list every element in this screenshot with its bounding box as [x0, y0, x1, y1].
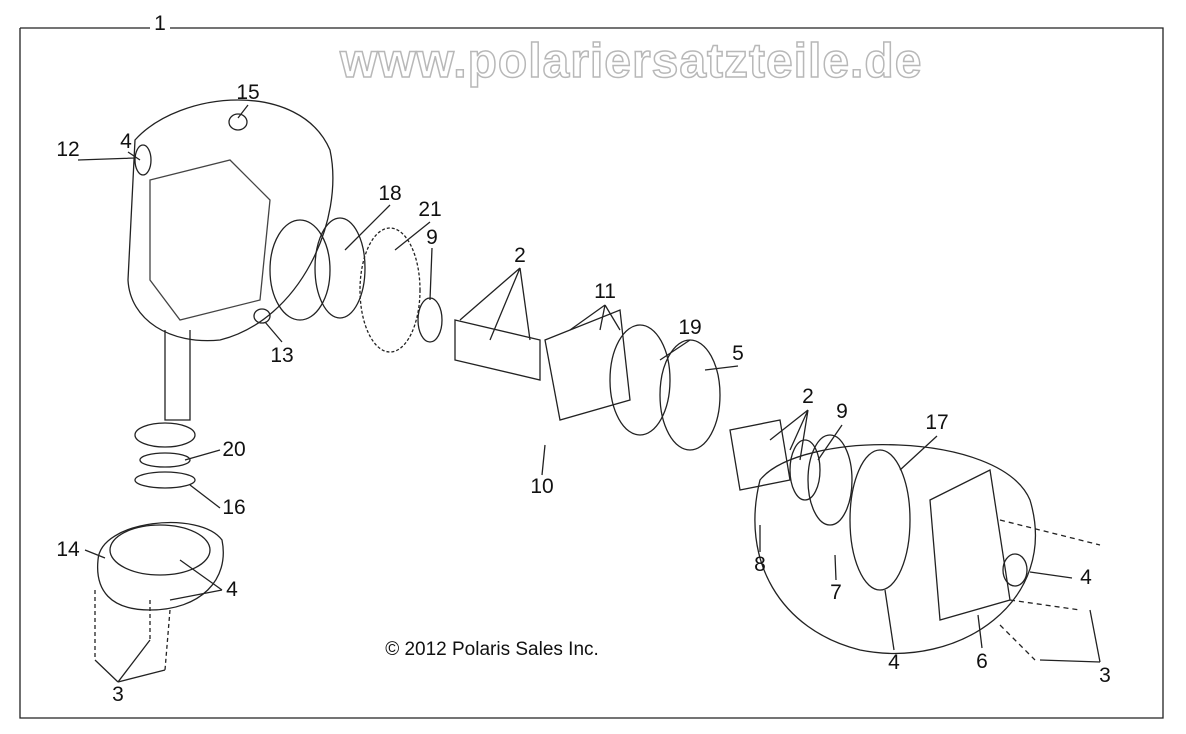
- callout-12: 12: [56, 138, 80, 161]
- bolt-leaders-right: [999, 519, 1101, 661]
- callout-3: 3: [112, 683, 124, 706]
- callout-3: 3: [1099, 664, 1111, 687]
- cover-face: [109, 524, 211, 576]
- callout-14: 14: [56, 538, 80, 561]
- callout-15: 15: [236, 81, 260, 104]
- oring-18: [314, 217, 366, 319]
- callout-4: 4: [226, 578, 238, 601]
- oring-4: [849, 449, 911, 591]
- vent-15: [228, 113, 248, 131]
- pinion-shaft: [164, 330, 191, 421]
- callout-20: 20: [222, 438, 246, 461]
- seal-4: [1002, 553, 1028, 587]
- seal-12: [134, 144, 152, 176]
- callout-4: 4: [1080, 566, 1092, 589]
- cover-14: [96, 522, 224, 611]
- callout-2: 2: [514, 244, 526, 267]
- callout-18: 18: [378, 182, 402, 205]
- callout-5: 5: [732, 342, 744, 365]
- callout-16: 16: [222, 496, 246, 519]
- cover-17: [929, 469, 1011, 621]
- callout-9: 9: [836, 400, 848, 423]
- oring-16: [134, 471, 196, 489]
- callout-4: 4: [120, 130, 132, 153]
- bolt-leaders-left: [94, 590, 171, 671]
- bearing-20: [134, 422, 196, 448]
- bearing-9b: [789, 439, 821, 501]
- copyright-notice: © 2012 Polaris Sales Inc.: [385, 639, 599, 660]
- main-housing: [149, 159, 271, 321]
- callout-19: 19: [678, 316, 702, 339]
- ring-gear-21: [359, 227, 421, 353]
- watermark: www.polariersatzteile.de: [339, 35, 923, 89]
- outer-race: [269, 219, 331, 321]
- hub-2: [454, 319, 541, 381]
- right-housing-outline: [754, 444, 1036, 655]
- plate-19: [609, 324, 671, 436]
- hub-2b: [729, 419, 791, 491]
- seal-ring: [807, 434, 853, 526]
- callout-21: 21: [418, 198, 442, 221]
- bearing-9a: [417, 297, 443, 343]
- leader-lines: [77, 104, 1101, 683]
- callout-10: 10: [530, 475, 554, 498]
- callout-1: 1: [154, 12, 166, 35]
- plug-13: [253, 308, 271, 324]
- callout-8: 8: [754, 553, 766, 576]
- callout-6: 6: [976, 650, 988, 673]
- ring-20: [139, 452, 191, 468]
- frame-border: [19, 27, 1164, 719]
- callout-17: 17: [925, 411, 949, 434]
- callout-11: 11: [594, 280, 616, 303]
- roller-cage-11: [544, 309, 631, 421]
- callout-4: 4: [888, 651, 900, 674]
- callout-7: 7: [830, 581, 842, 604]
- callout-9: 9: [426, 226, 438, 249]
- callout-2: 2: [802, 385, 814, 408]
- callout-13: 13: [270, 344, 294, 367]
